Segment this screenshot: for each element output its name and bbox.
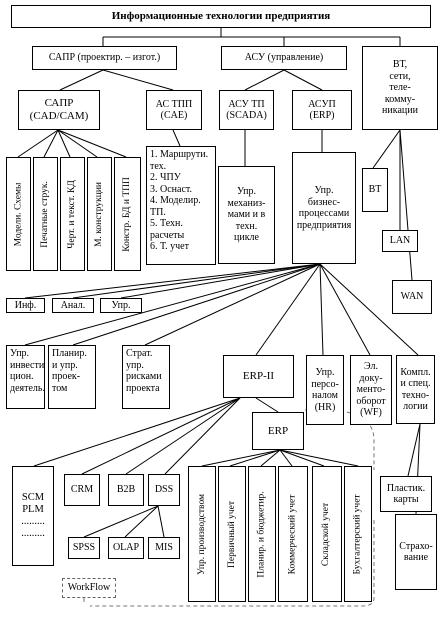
asu-tp-block: АСУ ТП (SCADA)	[219, 90, 274, 130]
olap-box: OLAP	[108, 537, 144, 559]
b2b-box: B2B	[108, 474, 144, 506]
tpp-list: 1. Маршрути. тех. 2. ЧПУ 3. Оснаст. 4. М…	[146, 146, 216, 265]
sapr-cad-block: САПР (CAD/CAM)	[18, 90, 100, 130]
plastic-cards-box: Пластик. карты	[380, 476, 432, 512]
dss-box: DSS	[148, 474, 180, 506]
sapr-block: САПР (проектир. – изгот.)	[32, 46, 177, 70]
insurance-box: Страхо- вание	[395, 514, 437, 590]
sapr-item-db: Констр. БД и ТПП	[114, 157, 141, 271]
page-title: Информационные технологии предприятия	[11, 5, 431, 28]
lan-item: LAN	[382, 230, 418, 252]
wan-item: WAN	[392, 280, 432, 314]
vt-block: ВТ, сети, теле- комму- никации	[362, 46, 438, 130]
spss-box: SPSS	[68, 537, 100, 559]
asu-block: АСУ (управление)	[221, 46, 347, 70]
hr-box: Упр. персо- налом (HR)	[306, 355, 344, 425]
mis-box: MIS	[148, 537, 180, 559]
scm-box: SCM PLM ......... .........	[12, 466, 54, 566]
inf-box: Инф.	[6, 298, 45, 313]
erp-item-warehouse: Складской учет	[312, 466, 342, 602]
wf-box: Эл. доку- менто- оборот (WF)	[350, 355, 392, 425]
tech-box: Компл. и спец. техно- логии	[396, 355, 435, 424]
erp-item-primary: Первичный учет	[218, 466, 246, 602]
erp2-box: ERP-II	[223, 355, 294, 398]
asup-block: АСУП (ERP)	[292, 90, 352, 130]
invest-box: Упр. инвести- цион. деятель.	[6, 345, 45, 409]
workflow-box: WorkFlow	[62, 578, 116, 598]
risk-box: Страт. упр. рисками проекта	[122, 345, 170, 409]
erp-item-production: Упр. производством	[188, 466, 216, 602]
erp-item-commerce: Коммерческий учет	[278, 466, 308, 602]
project-plan-box: Планир. и упр. проек- том	[48, 345, 96, 409]
asutp-description: Упр. механиз- мами и в техн. цикле	[218, 166, 275, 264]
anal-box: Анал.	[52, 298, 94, 313]
erp-item-accounting: Бухгалтерский учет	[344, 466, 372, 602]
sapr-item-models: Модели. Схемы	[6, 157, 31, 271]
upr-box: Упр.	[100, 298, 142, 313]
sapr-item-constructions: М. конструкции	[87, 157, 112, 271]
asup-description: Упр. бизнес- процессами предприятия	[292, 152, 356, 264]
erp-item-budget: Планир. и бюджетир.	[248, 466, 276, 602]
sapr-item-drawings: Черт. и текст. КД	[60, 157, 85, 271]
as-tpp-block: АС ТПП (CAE)	[146, 90, 202, 130]
erp-box: ERP	[252, 412, 304, 450]
vt-item: ВТ	[362, 168, 388, 212]
crm-box: CRM	[64, 474, 100, 506]
sapr-item-printed: Печатные струк.	[33, 157, 58, 271]
